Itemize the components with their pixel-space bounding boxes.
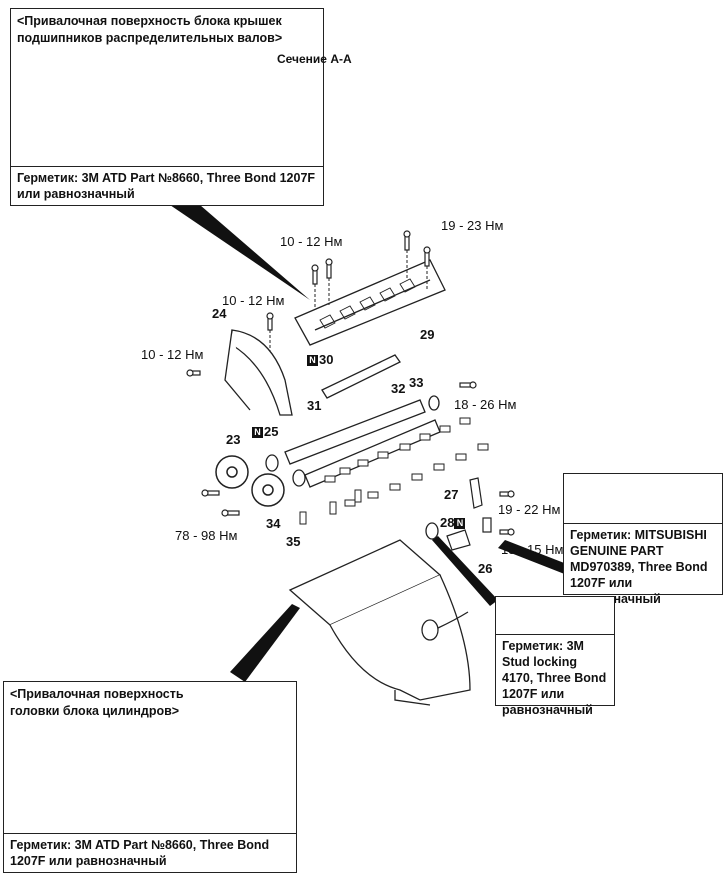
sprockets-23 — [215, 455, 285, 507]
torque-19-23: 19 - 23 Нм — [441, 218, 504, 233]
torque-10-12-cap: 10 - 12 Нм — [280, 234, 343, 249]
part-29: 29 — [420, 327, 435, 342]
right-box-2-sealant-note: Герметик: 3M Stud locking 4170, Three Bo… — [496, 634, 614, 717]
new-part-badge: N — [252, 427, 263, 438]
top-box-title: <Привалочная поверхность блока крышек по… — [17, 14, 283, 45]
part-31: 31 — [307, 398, 322, 413]
part-35: 35 — [286, 534, 301, 549]
gasket-30 — [321, 354, 401, 399]
bracket-27-26 — [446, 477, 492, 551]
torque-10-12-cover-left: 10 - 12 Нм — [141, 347, 204, 362]
torque-10-12-cover-top: 10 - 12 Нм — [222, 293, 285, 308]
right-callout-box-2: Герметик: 3M Stud locking 4170, Three Bo… — [495, 596, 615, 717]
bottom-callout-box: <Привалочная поверхность головки блока ц… — [3, 681, 297, 873]
torque-19-22: 19 - 22 Нм — [498, 502, 561, 517]
torque-18-26: 18 - 26 Нм — [454, 397, 517, 412]
part-24: 24 — [212, 306, 227, 321]
part-27: 27 — [444, 487, 459, 502]
cylinder-head-engine — [288, 539, 471, 706]
right-callout-box-1: Герметик: MITSUBISHI GENUINE PART MD9703… — [563, 473, 723, 606]
timing-cover-24 — [224, 329, 293, 416]
torque-78-98: 78 - 98 Нм — [175, 528, 238, 543]
top-box-sealant-note: Герметик: 3M ATD Part №8660, Three Bond … — [11, 166, 323, 205]
right-box-1-sealant-note: Герметик: MITSUBISHI GENUINE PART MD9703… — [564, 523, 722, 606]
part-23: 23 — [226, 432, 241, 447]
part-32: 32 — [391, 381, 406, 396]
new-part-badge: N — [454, 518, 466, 529]
leader-bottom-box — [230, 604, 300, 682]
leader-right-box-2 — [432, 536, 498, 606]
part-26: 26 — [478, 561, 493, 576]
seals-25 — [265, 395, 440, 540]
new-part-badge: N — [307, 355, 318, 366]
section-label: Сечение А-А — [277, 52, 352, 66]
bottom-box-title: <Привалочная поверхность головки блока ц… — [10, 687, 184, 718]
leader-top-box — [170, 205, 310, 300]
rocker-arms-lifters — [299, 417, 489, 525]
part-34: 34 — [266, 516, 281, 531]
part-33: 33 — [409, 375, 424, 390]
bottom-box-sealant-note: Герметик: 3M ATD Part №8660, Three Bond … — [4, 833, 296, 872]
top-callout-box: <Привалочная поверхность блока крышек по… — [10, 8, 352, 206]
torque-13-15: 13 - 15 Нм — [501, 542, 564, 557]
camshaft-cap-carrier-29 — [294, 259, 446, 346]
